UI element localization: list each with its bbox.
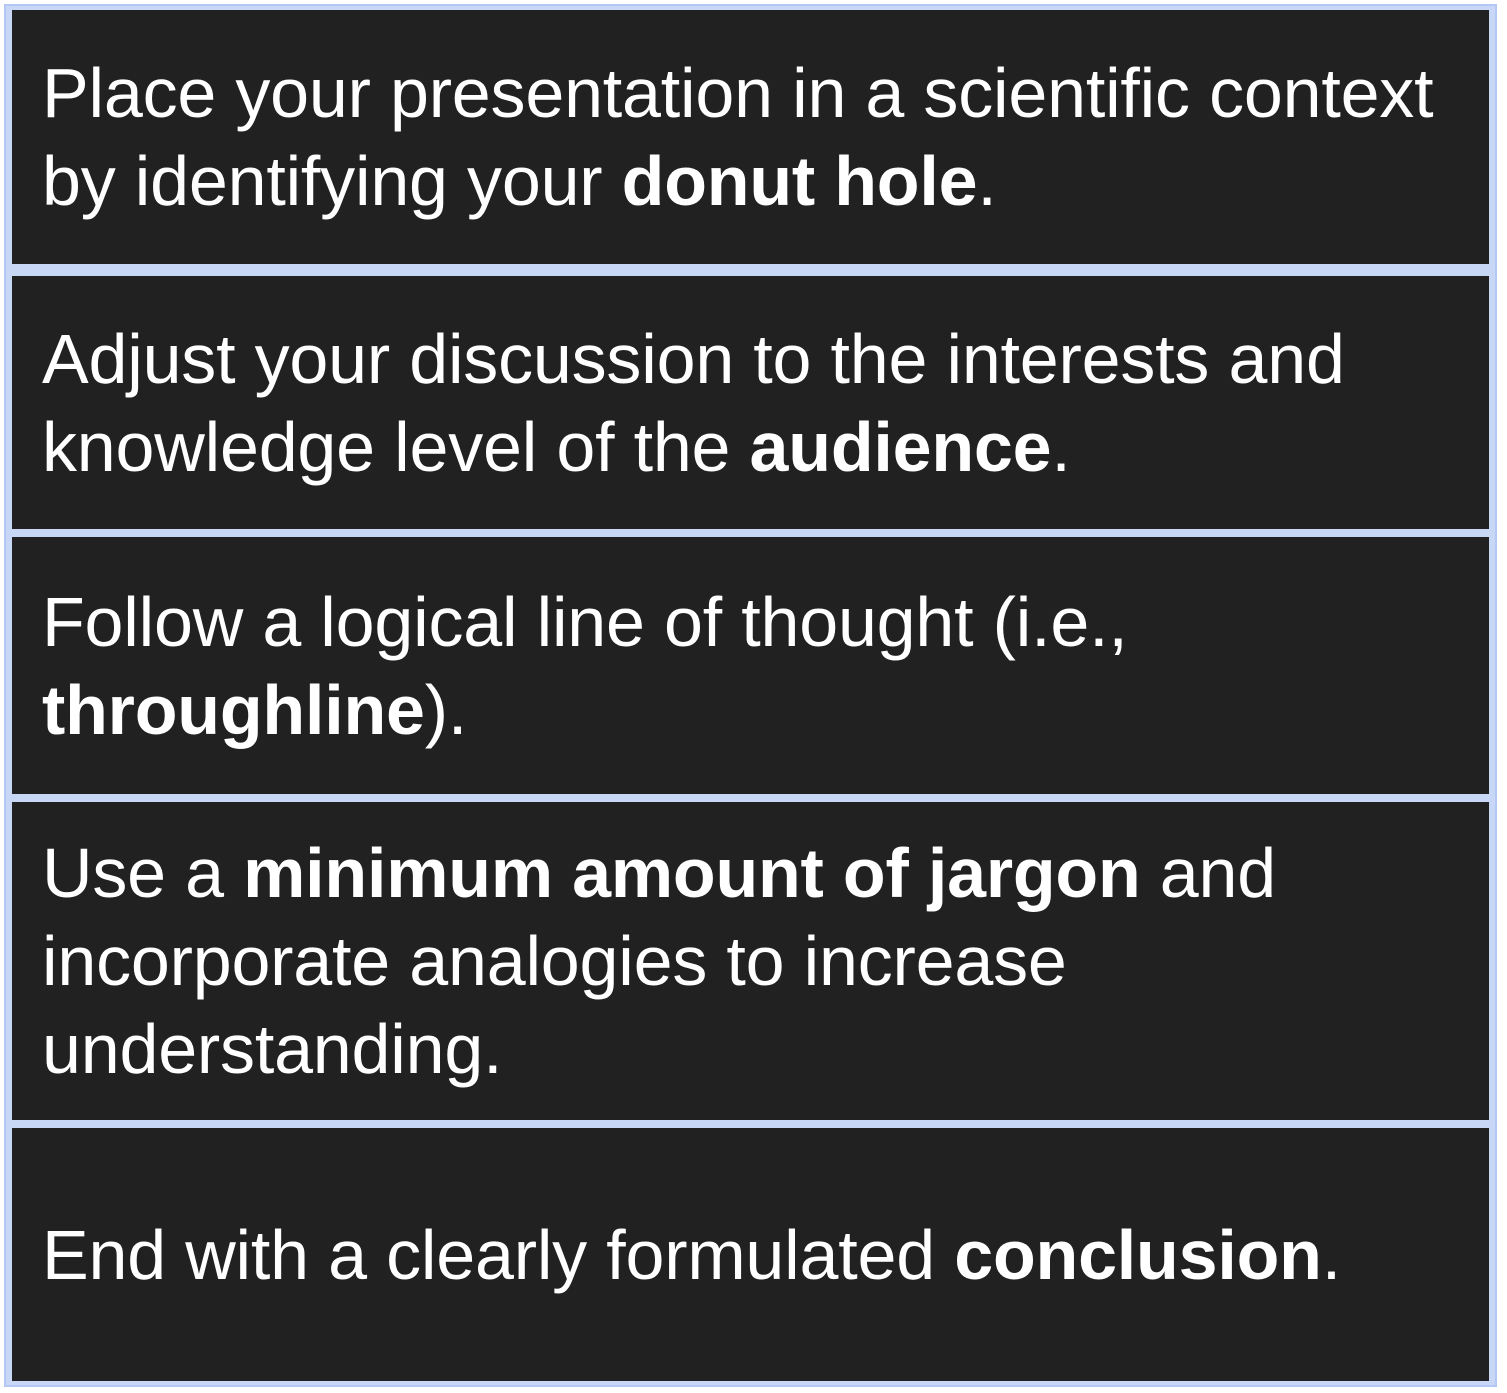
tip-text-before: Adjust your discussion to the interests … bbox=[42, 319, 1345, 486]
tip-text: Place your presentation in a scientific … bbox=[42, 49, 1449, 225]
tips-card-stack: Place your presentation in a scientific … bbox=[4, 4, 1497, 1387]
tip-text-after: . bbox=[1051, 407, 1071, 486]
tip-row-throughline: Follow a logical line of thought (i.e., … bbox=[12, 537, 1489, 794]
tip-text-after: and incorporate analogies to increase un… bbox=[42, 834, 1276, 1088]
tip-keyword: audience bbox=[749, 407, 1052, 486]
tip-row-audience: Adjust your discussion to the interests … bbox=[12, 276, 1489, 529]
tip-text-before: Place your presentation in a scientific … bbox=[42, 54, 1434, 220]
tip-keyword: donut hole bbox=[621, 142, 978, 220]
tip-text-after: . bbox=[1321, 1215, 1341, 1294]
tip-row-conclusion: End with a clearly formulated conclusion… bbox=[12, 1128, 1489, 1381]
tip-text-after: ). bbox=[424, 670, 468, 749]
tip-text: Use a minimum amount of jargon and incor… bbox=[42, 829, 1449, 1093]
tip-text: Adjust your discussion to the interests … bbox=[42, 315, 1449, 491]
tip-text-before: Follow a logical line of thought (i.e., bbox=[42, 582, 1128, 661]
tip-text-before: Use a bbox=[42, 834, 244, 912]
tip-keyword: throughline bbox=[42, 670, 425, 749]
tip-keyword: minimum amount of jargon bbox=[243, 834, 1141, 912]
tip-text-after: . bbox=[977, 142, 997, 220]
tip-text-before: End with a clearly formulated bbox=[42, 1215, 955, 1294]
tip-row-jargon: Use a minimum amount of jargon and incor… bbox=[12, 802, 1489, 1120]
tip-row-donut-hole: Place your presentation in a scientific … bbox=[12, 10, 1489, 264]
tip-keyword: conclusion bbox=[954, 1215, 1322, 1294]
tip-text: Follow a logical line of thought (i.e., … bbox=[42, 578, 1128, 754]
tip-text: End with a clearly formulated conclusion… bbox=[42, 1211, 1341, 1299]
